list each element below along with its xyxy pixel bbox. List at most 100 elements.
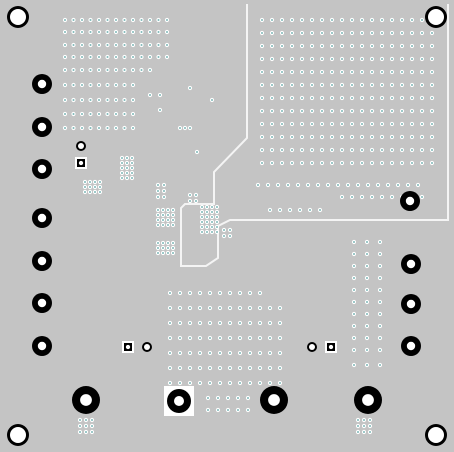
via	[87, 184, 93, 190]
via	[277, 350, 283, 356]
via	[139, 54, 144, 60]
via	[88, 42, 93, 48]
via	[339, 82, 345, 88]
via	[62, 111, 68, 117]
via	[187, 365, 193, 371]
via	[113, 97, 119, 103]
via	[339, 147, 345, 153]
via	[209, 214, 215, 220]
via	[369, 121, 375, 127]
via	[351, 323, 357, 329]
via	[351, 311, 357, 317]
via	[339, 56, 345, 62]
via	[237, 350, 243, 356]
via	[227, 305, 233, 311]
via	[279, 43, 285, 49]
via	[62, 42, 68, 48]
via	[62, 125, 68, 131]
via	[289, 121, 295, 127]
via	[389, 147, 395, 153]
via	[369, 69, 375, 75]
via	[285, 182, 291, 188]
via	[259, 108, 265, 114]
test-pad-square-2	[122, 341, 134, 353]
via	[197, 335, 203, 341]
via	[88, 125, 93, 131]
via	[399, 69, 405, 75]
via	[160, 250, 166, 256]
via	[319, 147, 325, 153]
via	[105, 67, 110, 73]
via	[79, 17, 85, 23]
via	[329, 82, 335, 88]
via	[124, 155, 130, 161]
via	[214, 219, 220, 225]
via	[197, 320, 203, 326]
via	[164, 42, 170, 48]
via	[289, 134, 295, 140]
via	[259, 43, 265, 49]
via	[62, 97, 68, 103]
via	[259, 147, 265, 153]
via	[187, 290, 193, 296]
via	[359, 82, 365, 88]
via	[377, 362, 383, 368]
via	[237, 335, 243, 341]
via	[139, 42, 144, 48]
via	[409, 95, 415, 101]
via	[105, 125, 110, 131]
via	[269, 56, 275, 62]
via	[227, 233, 233, 239]
via	[329, 30, 335, 36]
via	[156, 17, 161, 23]
via	[79, 67, 85, 73]
via	[389, 121, 395, 127]
via	[389, 108, 395, 114]
via	[187, 380, 193, 386]
via	[299, 56, 305, 62]
pad-layer	[7, 6, 447, 446]
via	[377, 287, 383, 293]
via	[62, 29, 68, 35]
via	[419, 43, 425, 49]
via	[71, 125, 76, 131]
via	[429, 69, 435, 75]
via	[160, 222, 166, 228]
via	[207, 290, 213, 296]
via	[277, 305, 283, 311]
via	[209, 224, 215, 230]
via	[155, 207, 161, 213]
via	[214, 204, 220, 210]
via	[355, 429, 361, 435]
via	[269, 134, 275, 140]
via	[419, 30, 425, 36]
via	[177, 335, 183, 341]
via	[130, 29, 136, 35]
bottom-pad-4	[354, 386, 382, 414]
via	[88, 111, 93, 117]
via	[237, 290, 243, 296]
via	[377, 275, 383, 281]
connector-pad-left-6	[32, 293, 52, 313]
via	[122, 97, 127, 103]
via	[429, 30, 435, 36]
via	[105, 82, 110, 88]
via	[79, 97, 85, 103]
via	[377, 263, 383, 269]
via	[429, 43, 435, 49]
via	[155, 182, 161, 188]
via	[225, 395, 231, 401]
via	[170, 217, 176, 223]
via	[160, 240, 166, 246]
via	[345, 182, 351, 188]
via	[187, 335, 193, 341]
via	[221, 227, 227, 233]
via	[124, 170, 130, 176]
via	[204, 219, 210, 225]
via	[349, 17, 355, 23]
via	[364, 251, 370, 257]
connector-pad-right-3	[401, 336, 421, 356]
via	[214, 229, 220, 235]
via	[247, 350, 253, 356]
